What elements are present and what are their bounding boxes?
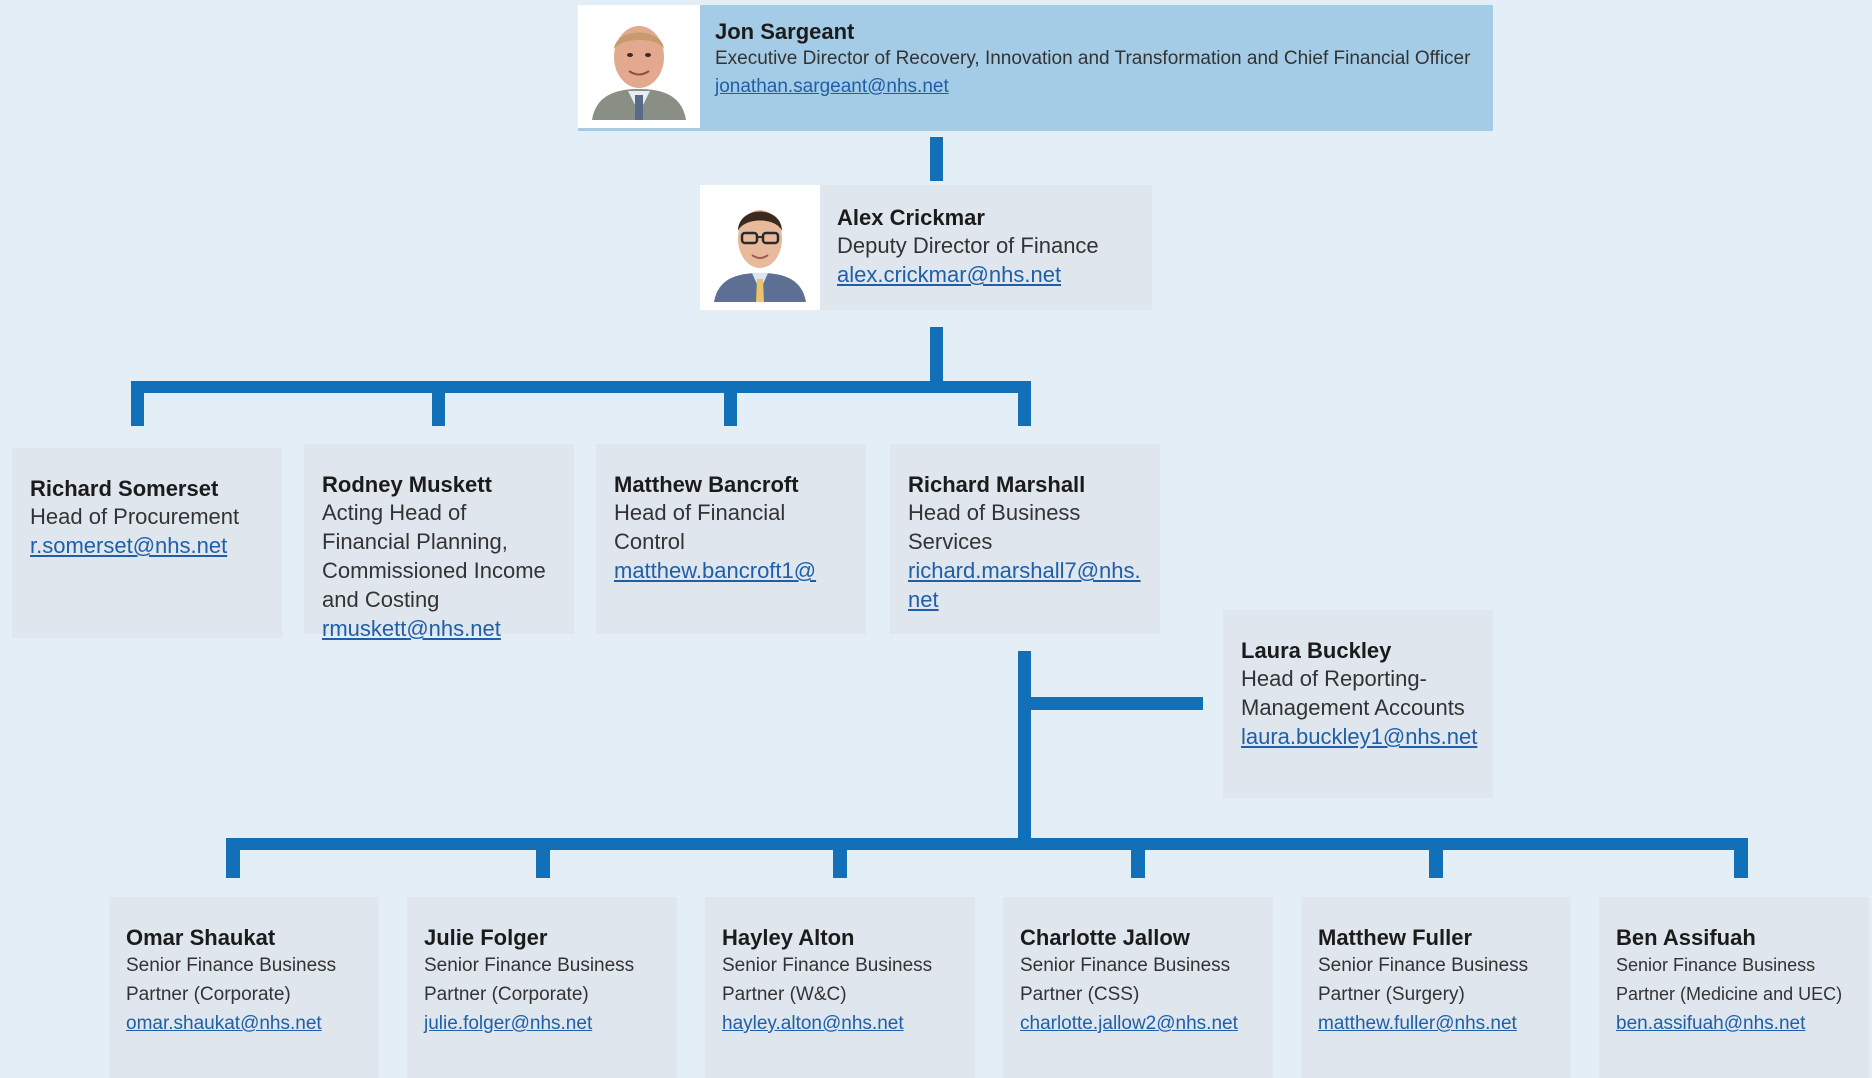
- name-rodney-muskett: Rodney Muskett: [322, 472, 492, 497]
- card-partner-corporate-2: Julie Folger Senior Finance Business Par…: [407, 897, 677, 1078]
- name-alex-crickmar: Alex Crickmar: [837, 205, 985, 230]
- email-laura-buckley[interactable]: laura.buckley1@nhs.net: [1241, 724, 1478, 749]
- name-richard-somerset: Richard Somerset: [30, 476, 219, 501]
- connector-reporting: [1018, 697, 1203, 710]
- name-charlotte-jallow: Charlotte Jallow: [1020, 925, 1190, 950]
- role-jon-sargeant: Executive Director of Recovery, Innovati…: [715, 48, 1471, 69]
- connector-partner-4: [1131, 838, 1145, 878]
- connector-marshall-down: [1018, 651, 1031, 847]
- role-omar-shaukat: Senior Finance Business Partner (Corpora…: [126, 955, 337, 1005]
- card-head-financial-planning: Rodney Muskett Acting Head of Financial …: [304, 444, 574, 641]
- photo-jon-sargeant: [578, 5, 700, 128]
- name-jon-sargeant: Jon Sargeant: [715, 19, 855, 44]
- name-julie-folger: Julie Folger: [424, 925, 548, 950]
- role-ben-assifuah: Senior Finance Business Partner (Medicin…: [1616, 955, 1843, 1004]
- card-head-reporting: Laura Buckley Head of Reporting-Manageme…: [1223, 610, 1493, 798]
- card-top-executive: Jon Sargeant Executive Director of Recov…: [578, 5, 1493, 131]
- card-deputy-director: Alex Crickmar Deputy Director of Finance…: [700, 185, 1152, 310]
- card-partner-surgery: Matthew Fuller Senior Finance Business P…: [1301, 897, 1571, 1078]
- role-matthew-fuller: Senior Finance Business Partner (Surgery…: [1318, 955, 1529, 1005]
- connector-head-2: [432, 381, 445, 426]
- email-jon-sargeant[interactable]: jonathan.sargeant@nhs.net: [715, 76, 949, 97]
- name-laura-buckley: Laura Buckley: [1241, 638, 1392, 663]
- email-matthew-bancroft[interactable]: matthew.bancroft1@: [614, 558, 817, 583]
- card-partner-medicine-uec: Ben Assifuah Senior Finance Business Par…: [1599, 897, 1869, 1078]
- role-laura-buckley: Head of Reporting-Management Accounts: [1241, 666, 1465, 720]
- name-matthew-fuller: Matthew Fuller: [1318, 925, 1473, 950]
- connector-top-deputy: [930, 137, 943, 181]
- name-ben-assifuah: Ben Assifuah: [1616, 925, 1756, 950]
- name-omar-shaukat: Omar Shaukat: [126, 925, 276, 950]
- connector-partner-1: [226, 838, 240, 878]
- email-omar-shaukat[interactable]: omar.shaukat@nhs.net: [126, 1013, 322, 1034]
- card-partner-css: Charlotte Jallow Senior Finance Business…: [1003, 897, 1273, 1078]
- card-head-business-services: Richard Marshall Head of Business Servic…: [890, 444, 1160, 634]
- role-rodney-muskett: Acting Head of Financial Planning, Commi…: [322, 500, 546, 612]
- email-alex-crickmar[interactable]: alex.crickmar@nhs.net: [837, 262, 1062, 287]
- name-richard-marshall: Richard Marshall: [908, 472, 1086, 497]
- role-hayley-alton: Senior Finance Business Partner (W&C): [722, 955, 933, 1005]
- card-partner-wc: Hayley Alton Senior Finance Business Par…: [705, 897, 975, 1078]
- email-richard-somerset[interactable]: r.somerset@nhs.net: [30, 533, 228, 558]
- role-julie-folger: Senior Finance Business Partner (Corpora…: [424, 955, 635, 1005]
- card-head-procurement: Richard Somerset Head of Procurement r.s…: [12, 448, 282, 638]
- connector-partner-2: [536, 838, 550, 878]
- name-hayley-alton: Hayley Alton: [722, 925, 855, 950]
- name-matthew-bancroft: Matthew Bancroft: [614, 472, 799, 497]
- connector-partner-3: [833, 838, 847, 878]
- card-head-financial-control: Matthew Bancroft Head of Financial Contr…: [596, 444, 866, 634]
- connector-heads-bar: [131, 381, 1031, 393]
- role-alex-crickmar: Deputy Director of Finance: [837, 233, 1099, 258]
- role-richard-marshall: Head of Business Services: [908, 500, 1081, 554]
- photo-alex-crickmar: [700, 185, 820, 310]
- connector-partner-5: [1429, 838, 1443, 878]
- connector-head-4: [1018, 381, 1031, 426]
- role-richard-somerset: Head of Procurement: [30, 504, 240, 529]
- email-hayley-alton[interactable]: hayley.alton@nhs.net: [722, 1013, 904, 1034]
- email-rodney-muskett[interactable]: rmuskett@nhs.net: [322, 616, 501, 641]
- role-charlotte-jallow: Senior Finance Business Partner (CSS): [1020, 955, 1231, 1005]
- connector-deputy-down: [930, 327, 943, 384]
- email-charlotte-jallow[interactable]: charlotte.jallow2@nhs.net: [1020, 1013, 1238, 1034]
- email-matthew-fuller[interactable]: matthew.fuller@nhs.net: [1318, 1013, 1517, 1034]
- connector-partner-6: [1734, 838, 1748, 878]
- card-partner-corporate-1: Omar Shaukat Senior Finance Business Par…: [109, 897, 379, 1078]
- email-julie-folger[interactable]: julie.folger@nhs.net: [424, 1013, 593, 1034]
- email-ben-assifuah[interactable]: ben.assifuah@nhs.net: [1616, 1013, 1806, 1034]
- connector-head-3: [724, 381, 737, 426]
- connector-partners-bar: [226, 838, 1748, 850]
- connector-head-1: [131, 381, 144, 426]
- role-matthew-bancroft: Head of Financial Control: [614, 500, 786, 554]
- email-richard-marshall[interactable]: richard.marshall7@nhs.net: [908, 558, 1141, 612]
